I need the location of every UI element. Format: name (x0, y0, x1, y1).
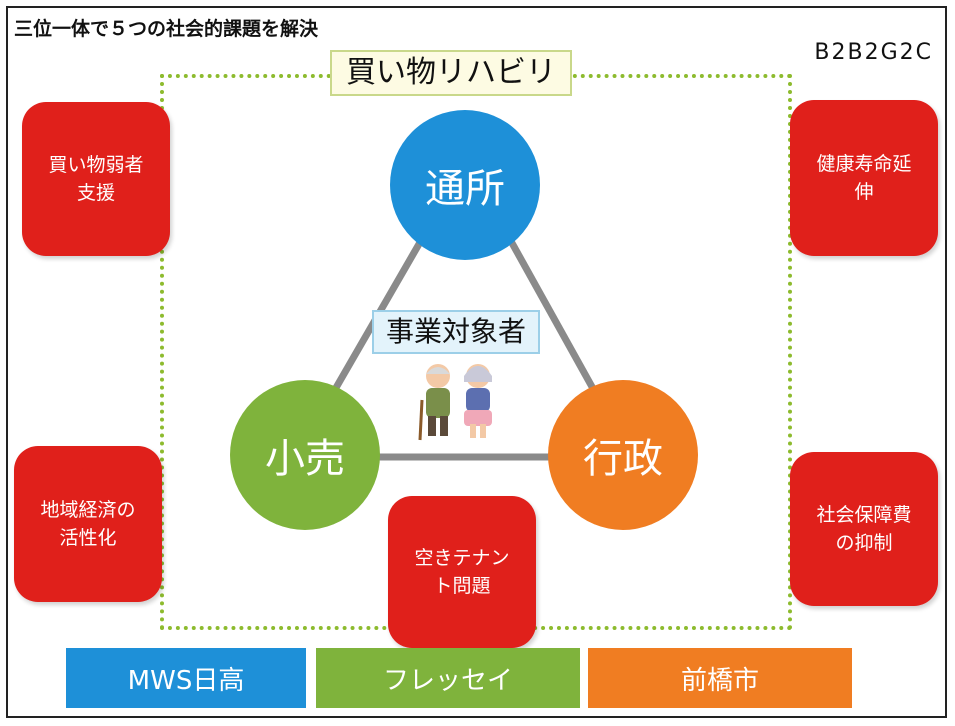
business-model-label: B2B2G2C (814, 40, 933, 65)
circle-retail: 小売 (230, 380, 380, 530)
circle-day-service: 通所 (390, 110, 540, 260)
issue-local-economy: 地域経済の 活性化 (14, 446, 162, 602)
issue-healthy-life: 健康寿命延 伸 (790, 100, 938, 256)
issue-shopping-support: 買い物弱者 支援 (22, 102, 170, 256)
rehab-label: 買い物リハビリ (330, 50, 572, 96)
issue-social-security: 社会保障費 の抑制 (790, 452, 938, 606)
diagram-title: 三位一体で５つの社会的課題を解決 (14, 18, 319, 40)
partner-maebashi-city: 前橋市 (588, 648, 852, 708)
issue-vacant-tenant: 空きテナン ト問題 (388, 496, 536, 648)
partner-mws-hidaka: MWS日高 (66, 648, 306, 708)
target-label: 事業対象者 (372, 310, 541, 354)
connector-top-right (498, 223, 610, 414)
elderly-couple-icon (418, 364, 492, 441)
partner-fressay: フレッセイ (316, 648, 580, 708)
circle-government: 行政 (548, 380, 698, 530)
